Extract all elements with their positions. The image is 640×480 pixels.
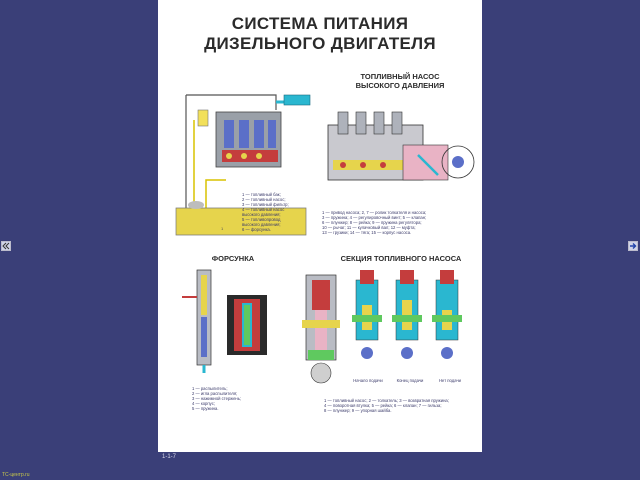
system-legend-item: 5 — топливопровод	[242, 217, 281, 222]
pump-title: ТОПЛИВНЫЙ НАСОС ВЫСОКОГО ДАВЛЕНИЯ	[340, 72, 460, 90]
pump-legend-item: 13 — грузики; 14 — тяга; 15 — корпус нас…	[322, 230, 412, 235]
section-legend-item: 1 — топливный насос; 2 — толкатель; 3 — …	[324, 398, 449, 403]
caption-start-delivery: Начало подачи	[353, 378, 383, 383]
poster-title-line1: СИСТЕМА ПИТАНИЯ	[231, 14, 409, 33]
prev-page-button[interactable]	[1, 241, 11, 251]
caption-no-delivery: Нет подачи	[438, 378, 461, 383]
pump-legend-item: 10 — рычаг; 11 — кулачковый вал; 12 — му…	[322, 225, 416, 230]
system-legend-item: высокого давления;	[242, 212, 281, 217]
system-legend-item: 1 — топливный бак;	[242, 192, 281, 197]
poster-page: СИСТЕМА ПИТАНИЯ ДИЗЕЛЬНОГО ДВИГАТЕЛЯ ТОП…	[158, 0, 482, 452]
pump-legend: 1 — привод насоса; 2, 7 — ролик толкател…	[322, 210, 477, 235]
system-legend: 1 — топливный бак; 2 — топливный насос; …	[242, 192, 317, 232]
injector-legend-item: 5 — пружина.	[192, 406, 219, 411]
injector-legend-item: 3 — нажимной стержень;	[192, 396, 242, 401]
pump-legend-item: 6 — плунжер; 8 — рейка; 9 — пружина регу…	[322, 220, 422, 225]
injector-legend-item: 1 — распылитель;	[192, 386, 228, 391]
fuel-system-diagram: 1	[175, 94, 311, 236]
next-page-button[interactable]	[628, 241, 638, 251]
section-legend: 1 — топливный насос; 2 — толкатель; 3 — …	[324, 398, 480, 413]
pump-legend-item: 1 — привод насоса; 2, 7 — ролик толкател…	[322, 210, 427, 215]
caption-end-delivery: Конец подачи	[396, 378, 424, 383]
system-legend-item: 4 — топливный насос	[242, 207, 285, 212]
system-legend-item: 2 — топливный насос;	[242, 197, 286, 202]
svg-text:1: 1	[221, 226, 224, 231]
double-left-arrow-icon	[2, 242, 10, 250]
pump-section-diagram	[302, 270, 462, 384]
pump-legend-item: 3 — пружина; 4 — регулировочный винт; 5 …	[322, 215, 427, 220]
pump-title-line1: ТОПЛИВНЫЙ НАСОС	[360, 72, 440, 81]
injector-diagram	[182, 269, 267, 373]
injector-legend-item: 4 — корпус;	[192, 401, 215, 406]
poster-title: СИСТЕМА ПИТАНИЯ ДИЗЕЛЬНОГО ДВИГАТЕЛЯ	[158, 14, 482, 54]
system-legend-item: высокого давления;	[242, 222, 281, 227]
footer-logo: ТС-центр.ru	[2, 472, 30, 478]
poster-title-line2: ДИЗЕЛЬНОГО ДВИГАТЕЛЯ	[204, 34, 436, 53]
system-legend-item: 3 — топливный фильтр;	[242, 202, 289, 207]
page-number: 1-1-7	[162, 454, 177, 460]
injector-legend: 1 — распылитель; 2 — игла распылителя; 3…	[192, 386, 272, 411]
system-legend-item: 6 — форсунка.	[242, 227, 271, 232]
injector-title: ФОРСУНКА	[211, 254, 255, 263]
pump-title-line2: ВЫСОКОГО ДАВЛЕНИЯ	[355, 81, 445, 90]
section-title: СЕКЦИЯ ТОПЛИВНОГО НАСОСА	[340, 254, 462, 263]
injector-legend-item: 2 — игла распылителя;	[192, 391, 238, 396]
high-pressure-pump-diagram	[327, 111, 475, 181]
section-legend-item: 8 — плунжер; 9 — упорная шайба.	[324, 408, 392, 413]
section-legend-item: 4 — поворотная втулка; 5 — рейка; 6 — кл…	[324, 403, 442, 408]
right-arrow-icon	[630, 243, 637, 249]
